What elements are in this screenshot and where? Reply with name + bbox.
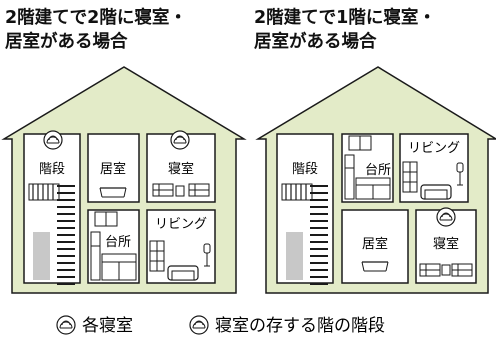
right-stairs-label: 階段 [292,162,318,177]
stair-block [33,232,50,280]
right-living-room-label: 居室 [362,236,388,252]
left-kitchen-label: 台所 [105,235,131,250]
railing-icon [28,183,60,201]
legend: 各寝室 寝室の存する階の階段 [56,315,385,336]
right-kitchen-label: 台所 [365,163,391,178]
left-title-line2: 居室がある場合 [5,32,128,52]
refrigerator-icon [344,154,355,200]
right-house: 階段 台所 リビング [255,66,496,294]
smoke-detector-icon [56,315,76,335]
sofa-icon [167,265,199,281]
sofa-icon [420,184,452,200]
right-lounge-label: リビング [408,141,460,156]
left-house-title: 2階建てで2階に寝室・ 居室がある場合 [5,6,187,54]
cabinet-icon [348,135,372,151]
left-lounge-label: リビング [155,217,207,232]
left-stairs-label: 階段 [39,162,65,177]
desk-icon [361,261,389,272]
staircase-icon [57,185,75,285]
legend-item-stairs: 寝室の存する階の階段 [215,315,385,336]
left-house: 階段 居室 寝室 [1,66,247,294]
left-living-room-label: 居室 [100,161,126,177]
left-title-line1: 2階建てで2階に寝室・ [5,8,187,28]
counter-icon [355,177,391,200]
smoke-detector-icon [436,207,456,227]
right-title-line2: 居室がある場合 [254,32,377,52]
bed-icon [451,263,473,277]
left-bedroom-label: 寝室 [168,161,194,177]
smoke-detector-icon [170,130,190,150]
left-stairs-room [23,133,81,284]
nightstand-icon [175,185,185,197]
stair-block [286,232,303,280]
cabinet-icon [94,211,118,227]
smoke-detector-icon [43,130,63,150]
counter-icon [101,253,137,281]
staircase-icon [310,185,328,285]
left-living-room [87,133,140,203]
nightstand-icon [441,264,451,276]
desk-icon [99,187,127,198]
legend-item-bedroom: 各寝室 [82,315,133,336]
railing-icon [281,183,313,201]
bed-icon [188,183,210,197]
right-bedroom-label: 寝室 [433,236,459,252]
smoke-detector-icon [189,315,209,335]
right-stairs-room [276,133,334,284]
bookshelf-icon [149,240,165,272]
refrigerator-icon [90,231,101,281]
bookshelf-icon [402,161,418,193]
bed-icon [152,183,174,197]
right-house-title: 2階建てで1階に寝室・ 居室がある場合 [254,6,436,54]
bed-icon [419,263,441,277]
right-title-line1: 2階建てで1階に寝室・ [254,8,436,28]
